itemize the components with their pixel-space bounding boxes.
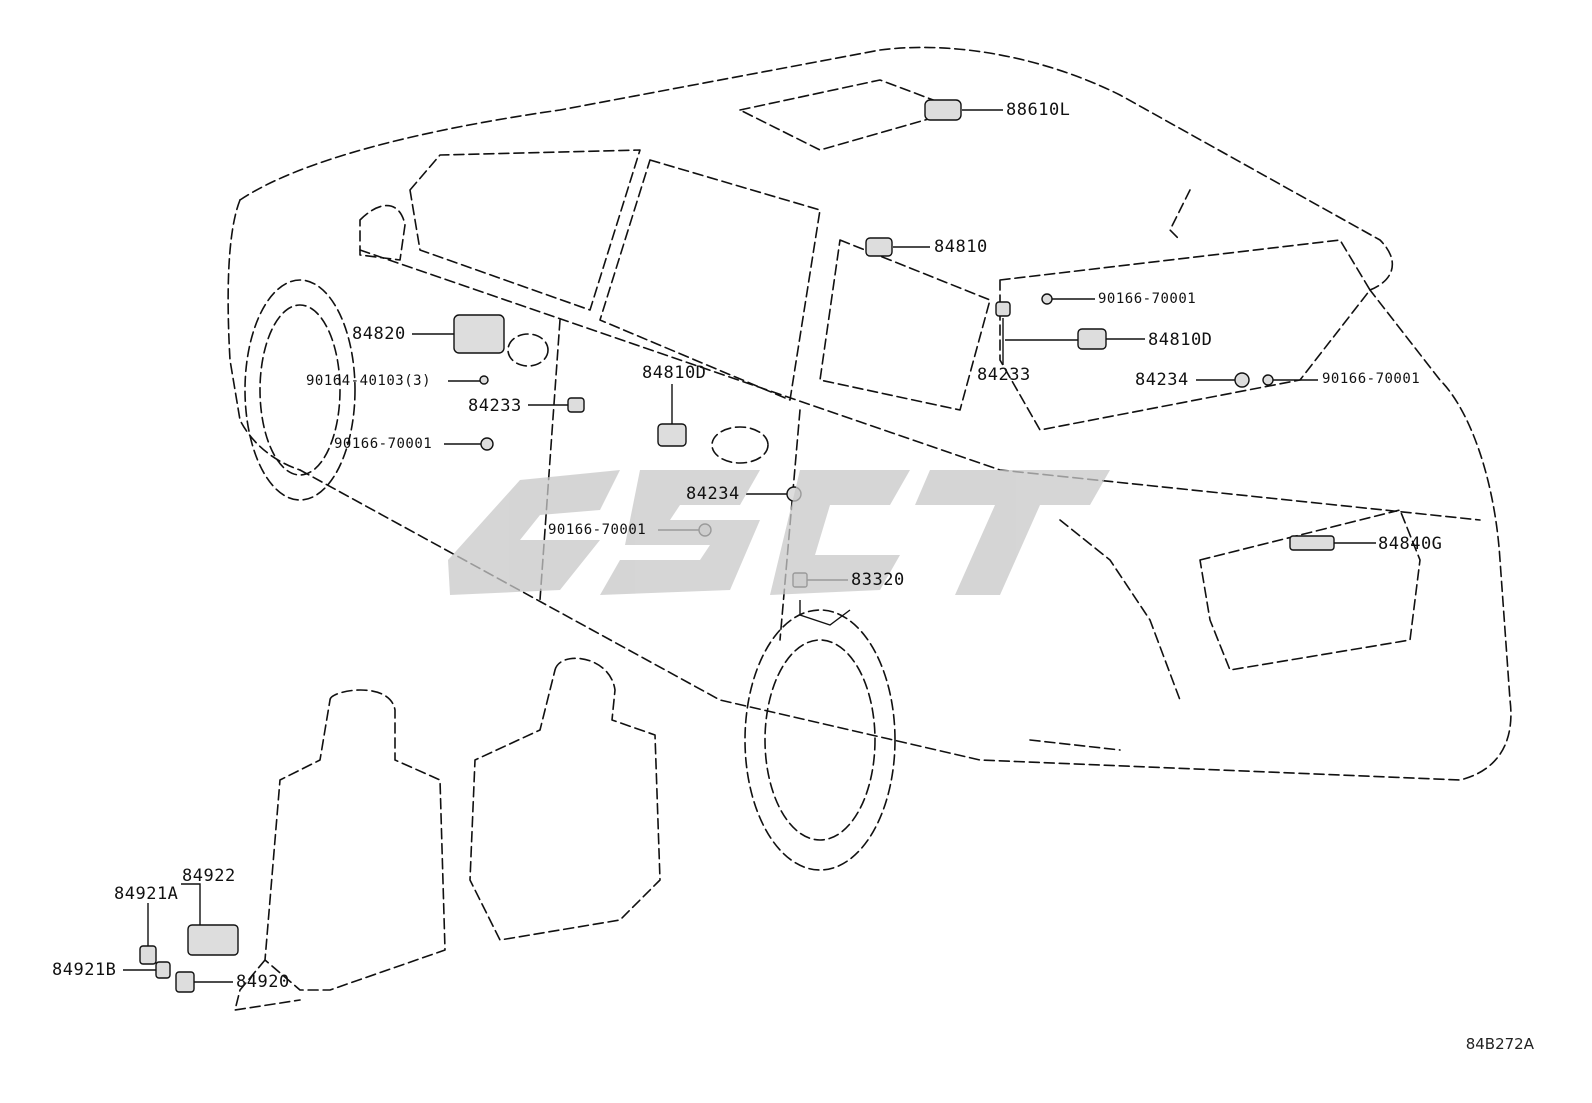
middle-window <box>600 160 820 400</box>
side-mirror <box>360 206 405 260</box>
part-screw-90164 <box>480 376 488 384</box>
label-90166-70001-upper-right: 90166-70001 <box>1098 291 1197 307</box>
roof-antenna <box>1170 190 1190 240</box>
label-84920: 84920 <box>236 972 290 992</box>
part-84233-right-shape <box>996 302 1010 316</box>
front-door-handle <box>508 334 548 366</box>
part-88610L-shape <box>925 100 961 120</box>
second-row-seat <box>470 658 660 940</box>
front-wheel <box>245 280 355 500</box>
part-screw-upper-right <box>1042 294 1052 304</box>
watermark-logo <box>448 470 1110 595</box>
label-84820: 84820 <box>352 324 406 344</box>
license-plate-recess <box>1200 510 1420 670</box>
part-84820-shape <box>454 315 504 353</box>
tail-light-edge <box>1060 520 1180 700</box>
label-90166-70001-left: 90166-70001 <box>334 436 433 452</box>
label-90166-70001-middle: 90166-70001 <box>548 522 647 538</box>
slide-door-handle <box>712 427 768 463</box>
part-84810D-right-shape <box>1078 329 1106 349</box>
label-84840G: 84840G <box>1378 534 1443 554</box>
roof-outline <box>240 47 1392 290</box>
part-screw-left <box>481 438 493 450</box>
label-83320: 83320 <box>851 570 905 590</box>
part-84922-shape <box>188 925 238 955</box>
part-84810-shape <box>866 238 892 256</box>
label-90164-40103: 90164-40103(3) <box>306 373 432 389</box>
label-84810D-middle: 84810D <box>642 363 707 383</box>
part-84921A-shape <box>140 946 156 964</box>
front-window <box>410 150 640 310</box>
part-84233-left-shape <box>568 398 584 412</box>
label-84810D-right: 84810D <box>1148 330 1213 350</box>
label-84810: 84810 <box>934 237 988 257</box>
rear-quarter-window <box>820 240 990 410</box>
part-84920-shape <box>176 972 194 992</box>
drawing-code: 84B272A <box>1465 1035 1534 1053</box>
leader-84922 <box>181 884 200 925</box>
label-84234-middle: 84234 <box>686 484 740 504</box>
front-wheel-rim <box>260 305 340 475</box>
label-84233-right: 84233 <box>977 365 1031 385</box>
part-84810D-middle-shape <box>658 424 686 446</box>
label-84921A: 84921A <box>114 884 179 904</box>
label-88610L: 88610L <box>1006 100 1071 120</box>
label-84233-left: 84233 <box>468 396 522 416</box>
lower-body-outline <box>300 290 1511 780</box>
label-90166-70001-right: 90166-70001 <box>1322 371 1421 387</box>
part-84840G-shape <box>1290 536 1334 550</box>
rear-reflector <box>1030 740 1120 750</box>
rear-wheel <box>745 610 895 870</box>
seat-base <box>235 960 300 1010</box>
label-84922: 84922 <box>182 866 236 886</box>
rear-wheel-rim <box>765 640 875 840</box>
part-84921B-shape <box>156 962 170 978</box>
front-outline <box>228 200 300 470</box>
part-screw-right <box>1263 375 1273 385</box>
label-84921B: 84921B <box>52 960 117 980</box>
part-84234-right-shape <box>1235 373 1249 387</box>
part-83320-bracket <box>800 600 850 625</box>
label-84234-right: 84234 <box>1135 370 1189 390</box>
front-seat <box>265 690 445 990</box>
